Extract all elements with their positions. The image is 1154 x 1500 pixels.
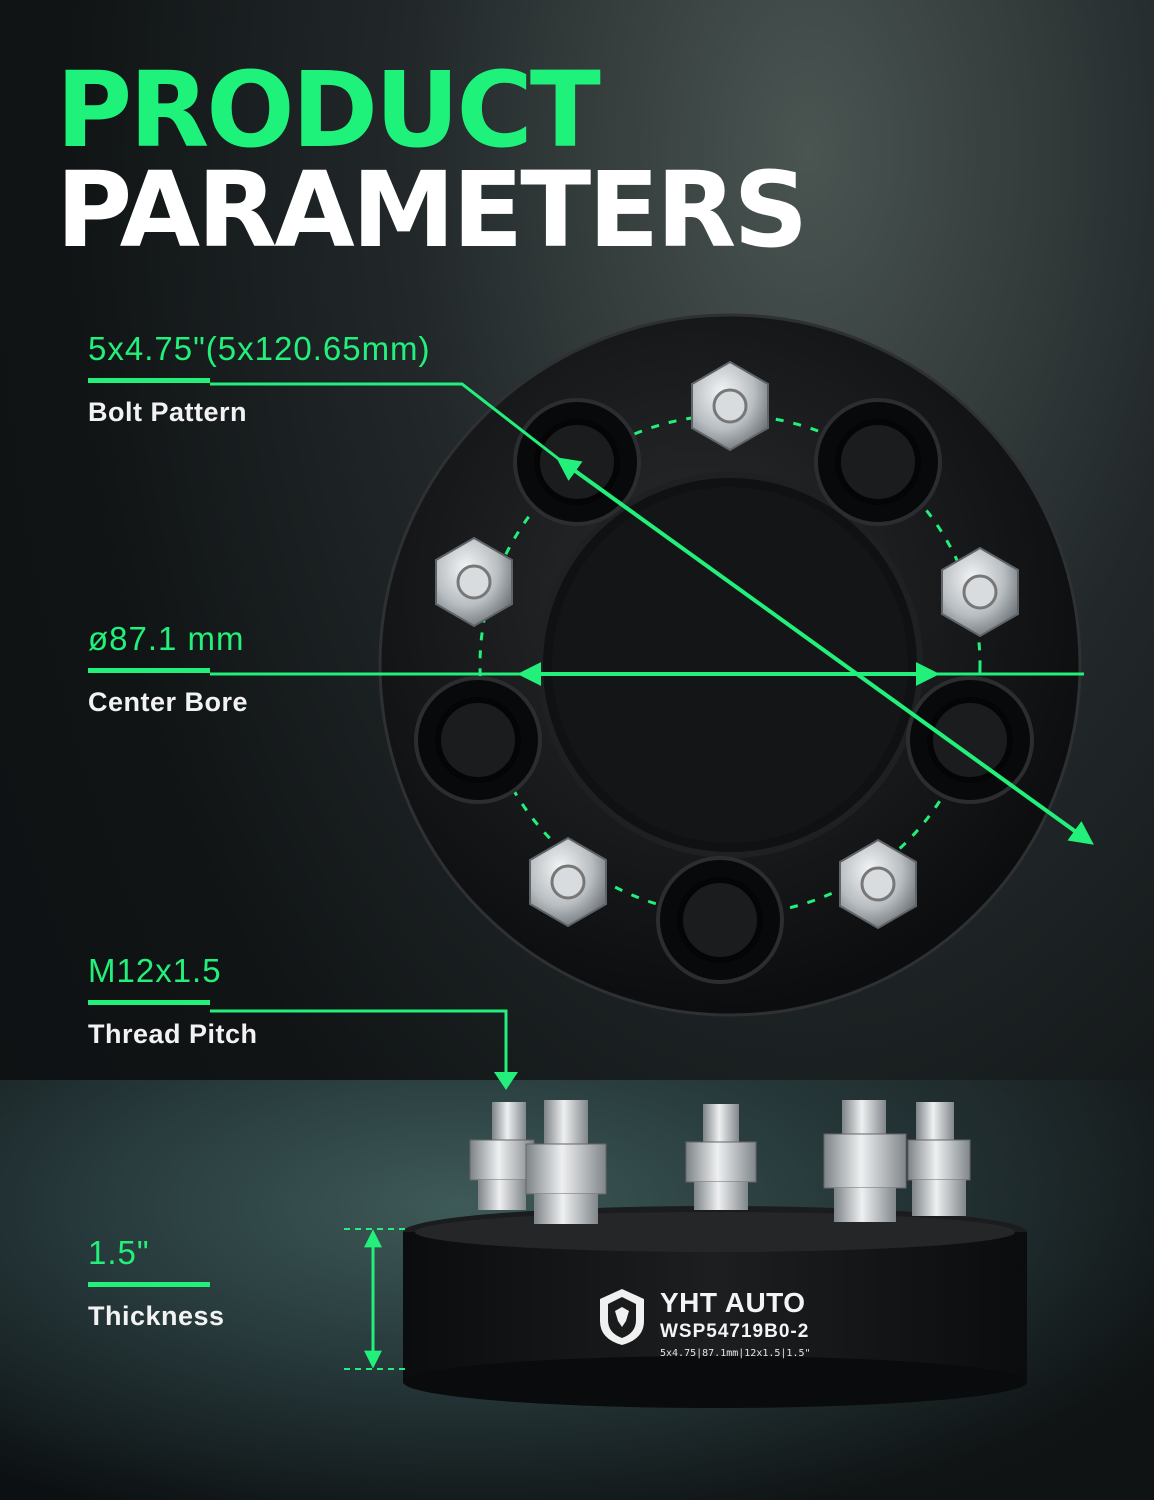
divider <box>88 668 210 673</box>
side-studs <box>469 1100 971 1224</box>
model-number: WSP54719B0-2 <box>660 1321 810 1342</box>
divider <box>88 1282 210 1287</box>
brand-engraving: YHT AUTO WSP54719B0-2 5x4.75|87.1mm|12x1… <box>596 1285 886 1365</box>
bolt-pattern-value: 5x4.75"(5x120.65mm) <box>88 330 431 367</box>
param-center-bore: ø87.1 mm Center Bore <box>88 620 248 718</box>
bolt-pattern-label: Bolt Pattern <box>88 397 248 427</box>
thickness-value: 1.5" <box>88 1234 150 1271</box>
spacer-side-view <box>403 1206 1027 1408</box>
center-bore-value: ø87.1 mm <box>88 620 245 657</box>
divider <box>88 1000 210 1005</box>
center-bore-label: Center Bore <box>88 687 249 717</box>
thickness-arrow <box>344 1228 410 1370</box>
thickness-label: Thickness <box>88 1301 225 1331</box>
thread-pitch-label: Thread Pitch <box>88 1019 258 1049</box>
brand-name: YHT AUTO <box>660 1287 806 1318</box>
divider <box>88 378 210 383</box>
param-thread-pitch: M12x1.5 Thread Pitch <box>88 952 258 1050</box>
param-thickness: 1.5" Thickness <box>88 1234 225 1332</box>
headline-parameters: PARAMETERS <box>56 149 808 271</box>
bolt-pattern-arrow <box>210 382 1094 845</box>
spec-line: 5x4.75|87.1mm|12x1.5|1.5" <box>660 1348 811 1359</box>
thread-pitch-value: M12x1.5 <box>88 952 222 989</box>
thread-pitch-arrow <box>210 1009 518 1090</box>
param-bolt-pattern: 5x4.75"(5x120.65mm) Bolt Pattern <box>88 330 431 428</box>
headline-product: PRODUCT <box>56 49 601 171</box>
lion-logo-icon <box>600 1289 644 1345</box>
